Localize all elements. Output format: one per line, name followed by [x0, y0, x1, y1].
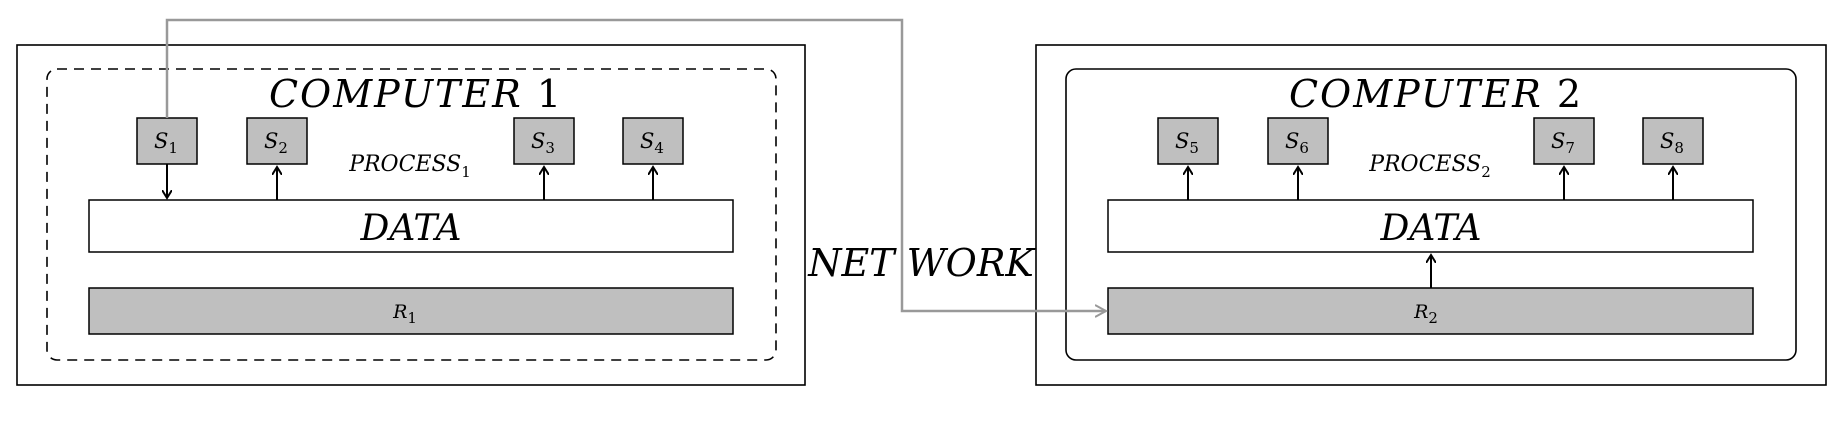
- process-2-boundary: [1065, 68, 1797, 361]
- svg-text:S4: S4: [640, 129, 664, 157]
- resource-r1: R1: [88, 287, 734, 335]
- process-1-boundary: [46, 68, 777, 361]
- svg-text:R2: R2: [1413, 301, 1438, 327]
- data-store-2: DATA: [1107, 199, 1754, 253]
- svg-text:S8: S8: [1660, 129, 1684, 157]
- network-label: NET WORK: [807, 241, 1036, 285]
- service-s5: S5: [1157, 117, 1219, 165]
- svg-text:S5: S5: [1175, 129, 1199, 157]
- svg-text:S6: S6: [1285, 129, 1309, 157]
- computer-2-outer-frame: [1035, 44, 1827, 386]
- svg-text:S2: S2: [264, 129, 288, 157]
- svg-text:S1: S1: [154, 129, 178, 157]
- service-s1: S1: [136, 117, 198, 165]
- svg-text:R1: R1: [392, 301, 417, 327]
- network-connection: [165, 18, 1106, 311]
- svg-text:DATA: DATA: [1380, 208, 1482, 249]
- svg-text:S7: S7: [1551, 129, 1575, 157]
- svg-text:DATA: DATA: [360, 208, 462, 249]
- service-s7: S7: [1533, 117, 1595, 165]
- data-store-1: DATA: [88, 199, 734, 253]
- service-s4: S4: [622, 117, 684, 165]
- computer-2: COMPUTER 2 S5 S6 S7 S8 PROCESS2 DATA: [1035, 44, 1827, 386]
- service-s2: S2: [246, 117, 308, 165]
- computer-1: COMPUTER 1 S1 S2 S3 S4 PROCESS1 DATA: [16, 44, 806, 386]
- svg-text:S3: S3: [531, 129, 555, 157]
- computer-2-title: COMPUTER 2: [1289, 72, 1583, 116]
- service-s8: S8: [1642, 117, 1704, 165]
- process-1-label: PROCESS1: [348, 152, 471, 181]
- resource-r2: R2: [1107, 287, 1754, 335]
- computer-1-title: COMPUTER 1: [269, 72, 563, 116]
- computer-1-outer-frame: [16, 44, 806, 386]
- process-2-label: PROCESS2: [1368, 152, 1491, 181]
- service-s6: S6: [1267, 117, 1329, 165]
- service-s3: S3: [513, 117, 575, 165]
